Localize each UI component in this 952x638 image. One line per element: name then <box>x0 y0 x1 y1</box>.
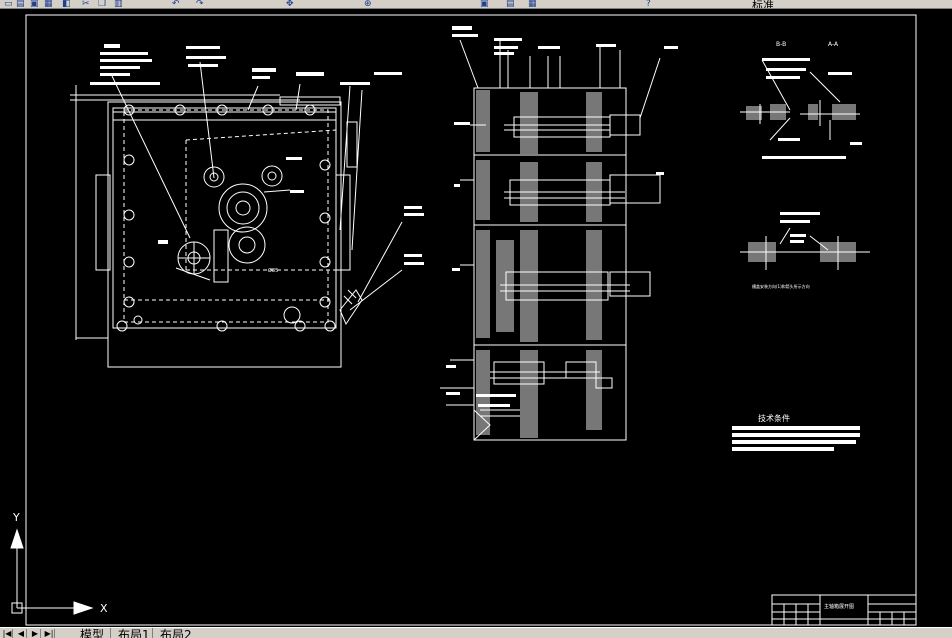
copy-icon[interactable]: ❐ <box>98 0 107 8</box>
orientation-note: 槽盖安装方向(1)和箭头所示方向 <box>752 283 810 289</box>
cut-icon[interactable]: ✂ <box>82 0 90 8</box>
layout-tab-bar: |◀ ◀ ▶ ▶| 模型 布局1 布局2 <box>0 627 952 638</box>
print-icon[interactable]: ▦ <box>44 0 53 8</box>
next-tab-button[interactable]: ▶ <box>30 629 41 638</box>
properties-icon[interactable]: ▣ <box>480 0 489 8</box>
toolpalette-icon[interactable]: ▦ <box>528 0 537 8</box>
last-tab-button[interactable]: ▶| <box>44 629 55 638</box>
preview-icon[interactable]: ◧ <box>62 0 71 8</box>
title-block-name: 主轴箱展开图 <box>824 603 854 610</box>
section-aa-label: A-A <box>828 41 839 48</box>
paste-icon[interactable]: ▥ <box>114 0 123 8</box>
toolbar-title: 标准 <box>752 0 774 9</box>
standard-toolbar: ▭ ▤ ▣ ▦ ◧ ✂ ❐ ▥ ↶ ↷ ✥ ⊕ ▣ ▤ ▦ ? 标准 <box>0 0 952 9</box>
open-icon[interactable]: ▤ <box>16 0 25 8</box>
help-icon[interactable]: ? <box>646 0 651 8</box>
tab-layout1[interactable]: 布局1 <box>118 628 150 638</box>
undo-icon[interactable]: ↶ <box>172 0 180 8</box>
dim-circle-label: Ø85 <box>268 267 278 274</box>
drawing-frame <box>25 14 917 626</box>
tab-separator <box>152 628 153 638</box>
designcenter-icon[interactable]: ▤ <box>506 0 515 8</box>
ucs-icon: Y X <box>10 511 108 615</box>
tab-layout2[interactable]: 布局2 <box>160 628 192 638</box>
section-views: B-B A-A 槽盖安装方向(1)和箭头所示方向 <box>740 41 870 289</box>
new-icon[interactable]: ▭ <box>4 0 13 8</box>
tab-separator <box>110 628 111 638</box>
ucs-y-label: Y <box>12 511 20 524</box>
save-icon[interactable]: ▣ <box>30 0 39 8</box>
pan-icon[interactable]: ✥ <box>286 0 294 8</box>
zoom-icon[interactable]: ⊕ <box>364 0 372 8</box>
prev-tab-button[interactable]: ◀ <box>16 629 27 638</box>
tech-requirements: 技术条件 <box>732 413 860 451</box>
drawing-canvas[interactable]: Ø85 <box>0 9 952 627</box>
tab-model[interactable]: 模型 <box>80 628 105 638</box>
ucs-x-label: X <box>100 602 108 615</box>
tech-heading: 技术条件 <box>758 413 790 423</box>
redo-icon[interactable]: ↷ <box>196 0 204 8</box>
housing-view: Ø85 <box>70 44 424 368</box>
section-bb-label: B-B <box>776 41 786 48</box>
title-block: 主轴箱展开图 <box>771 594 917 626</box>
spindle-section-view <box>440 26 678 441</box>
first-tab-button[interactable]: |◀ <box>2 629 13 638</box>
